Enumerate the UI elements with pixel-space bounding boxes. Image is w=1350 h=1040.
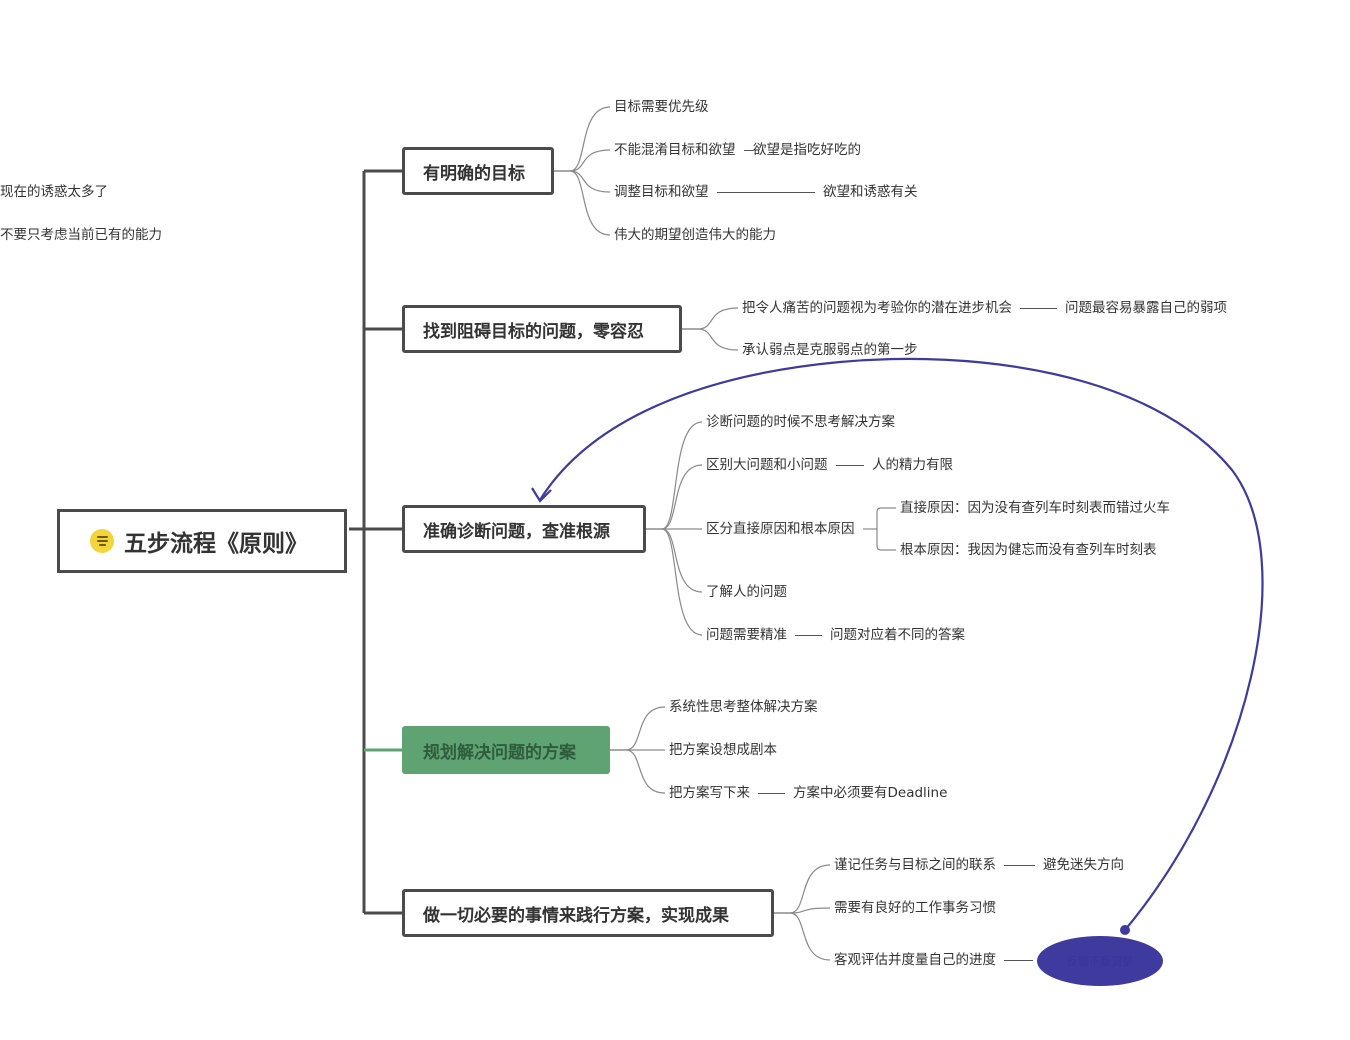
leaf-item[interactable]: 伟大的期望创造伟大的能力 — [614, 227, 776, 243]
leaf-chain-item[interactable]: 不要只考虑当前已有的能力 — [0, 227, 162, 243]
leaf-sub-item[interactable]: 根本原因：我因为健忘而没有查列车时刻表 — [900, 542, 1157, 558]
leaf-chain-item[interactable]: 避免迷失方向 — [1043, 857, 1124, 873]
branch-plan-solution[interactable]: 规划解决问题的方案 — [402, 726, 610, 774]
leaf-connector — [569, 170, 611, 236]
leaf-chain-item[interactable]: 欲望是指吃好吃的 — [753, 142, 861, 158]
leaf-connector — [661, 464, 703, 530]
leaf-chain-item[interactable]: 欲望和诱惑有关 — [823, 184, 918, 200]
leaf-chain-item[interactable]: 人的精力有限 — [872, 457, 953, 473]
leaf-item[interactable]: 把方案设想成剧本 — [669, 742, 777, 758]
branch-execute-plan[interactable]: 做一切必要的事情来践行方案，实现成果 — [402, 889, 774, 937]
leaf-item[interactable]: 客观评估并度量自己的进度 — [834, 952, 996, 968]
branch-diagnose-problems[interactable]: 准确诊断问题，查准根源 — [402, 505, 646, 553]
leaf-item[interactable]: 系统性思考整体解决方案 — [669, 699, 818, 715]
chain-dash — [744, 150, 754, 151]
sub-connector — [876, 507, 896, 529]
chain-dash — [1004, 960, 1033, 961]
leaf-item[interactable]: 区别大问题和小问题 — [706, 457, 828, 473]
chain-dash — [717, 192, 815, 193]
leaf-connector — [625, 706, 666, 751]
arrowhead-icon — [531, 487, 552, 503]
leaf-item[interactable]: 不能混淆目标和欲望 — [614, 142, 736, 158]
branch-clear-goals[interactable]: 有明确的目标 — [402, 147, 554, 195]
leaf-chain-item[interactable]: 问题最容易暴露自己的弱项 — [1065, 300, 1227, 316]
chain-dash — [1004, 865, 1035, 866]
leaf-connector — [661, 528, 703, 636]
chain-dash — [836, 465, 864, 466]
leaf-connector — [789, 864, 831, 914]
leaf-item[interactable]: 诊断问题的时候不思考解决方案 — [706, 414, 895, 430]
leaf-item[interactable]: 问题需要精准 — [706, 627, 787, 643]
leaf-connector — [661, 528, 703, 593]
chain-dash — [1020, 308, 1057, 309]
leaf-connector — [569, 106, 611, 172]
feedback-loop-arrow — [539, 357, 1264, 931]
leaf-connector — [789, 907, 831, 914]
leaf-connector — [697, 307, 739, 330]
leaf-item[interactable]: 把令人痛苦的问题视为考验你的潜在进步机会 — [742, 300, 1012, 316]
leaf-item[interactable]: 区分直接原因和根本原因 — [706, 521, 855, 537]
leaf-item[interactable]: 目标需要优先级 — [614, 99, 709, 115]
leaf-chain-item[interactable]: 问题对应着不同的答案 — [830, 627, 965, 643]
leaf-item[interactable]: 了解人的问题 — [706, 584, 787, 600]
leaf-connector — [569, 149, 611, 172]
feedback-tag[interactable]: 反馈不断调整 — [1037, 936, 1163, 986]
leaf-sub-item[interactable]: 直接原因：因为没有查列车时刻表而错过火车 — [900, 500, 1170, 516]
leaf-connector — [789, 912, 831, 961]
branch-find-problems[interactable]: 找到阻碍目标的问题，零容忍 — [402, 305, 682, 353]
sub-connector — [876, 529, 896, 551]
leaf-item[interactable]: 把方案写下来 — [669, 785, 750, 801]
leaf-connector — [625, 749, 666, 794]
leaf-item[interactable]: 承认弱点是克服弱点的第一步 — [742, 342, 918, 358]
leaf-connector — [661, 421, 703, 530]
leaf-chain-item[interactable]: 方案中必须要有Deadline — [793, 785, 948, 801]
leaf-item[interactable]: 需要有良好的工作事务习惯 — [834, 900, 996, 916]
leaf-item[interactable]: 调整目标和欲望 — [614, 184, 709, 200]
root-title: 五步流程《原则》 — [124, 531, 308, 557]
leaf-chain-item[interactable]: 现在的诱惑太多了 — [0, 184, 108, 200]
loop-anchor-dot — [1120, 925, 1130, 935]
leaf-connector — [697, 328, 739, 351]
note-icon — [90, 529, 114, 553]
leaf-connector — [569, 170, 611, 193]
chain-dash — [795, 635, 822, 636]
chain-dash — [758, 793, 785, 794]
leaf-item[interactable]: 谨记任务与目标之间的联系 — [834, 857, 996, 873]
root-topic[interactable]: 五步流程《原则》 — [57, 509, 347, 573]
